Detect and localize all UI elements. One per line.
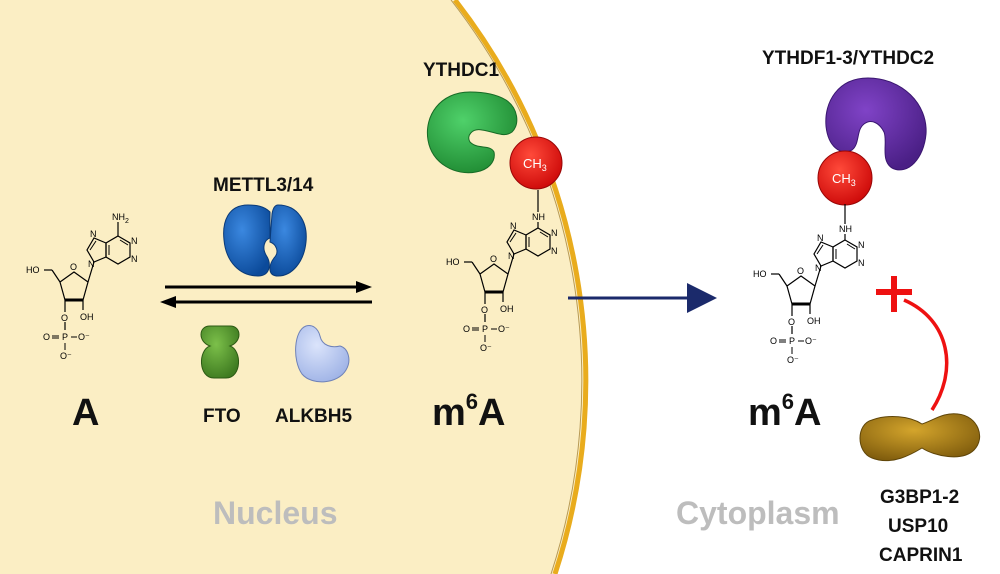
adenosine-label: A: [72, 392, 99, 434]
inhibitor-3-label: CAPRIN1: [879, 545, 963, 566]
svg-text:N: N: [817, 233, 824, 243]
svg-text:N: N: [815, 263, 822, 273]
block-symbol: [876, 276, 912, 312]
phosphate-o-minus-label: O⁻: [78, 332, 90, 342]
svg-text:N: N: [858, 240, 865, 250]
svg-text:O: O: [797, 266, 804, 276]
phosphorus-label: P: [62, 332, 68, 342]
svg-text:O: O: [770, 336, 777, 346]
svg-text:P: P: [789, 336, 795, 346]
amino-subscript: 2: [125, 218, 129, 225]
n9-label: N: [88, 259, 95, 269]
nuclear-membrane: [453, 0, 589, 574]
mettl3-14-complex: [223, 204, 307, 277]
o-3prime-label: O: [61, 313, 68, 323]
m6a-label-nuclear: m6A: [432, 389, 506, 434]
svg-text:O: O: [463, 324, 470, 334]
svg-text:NH2: NH2: [112, 212, 129, 225]
svg-text:O⁻: O⁻: [805, 336, 817, 346]
svg-text:OH: OH: [500, 304, 514, 314]
fto-label: FTO: [203, 406, 241, 427]
svg-text:NH: NH: [839, 224, 852, 234]
bidirectional-reaction-arrows: [160, 281, 372, 308]
inhibition-curve: [903, 298, 949, 411]
alkbh5-label: ALKBH5: [275, 406, 352, 427]
n3-label: N: [131, 254, 138, 264]
svg-text:CH3: CH3: [523, 156, 547, 173]
inhibitor-2-label: USP10: [888, 516, 948, 537]
cytoplasm-label: Cytoplasm: [676, 495, 840, 531]
svg-text:P: P: [482, 324, 488, 334]
svg-text:N: N: [551, 228, 558, 238]
inhibitor-1-label: G3BP1-2: [880, 487, 959, 508]
nuclear-membrane-inner-edge: [450, 0, 583, 574]
methyl-group-cytoplasmic: CH3: [817, 150, 873, 206]
ythdf-protein: [825, 77, 927, 171]
ythdc1-label: YTHDC1: [423, 60, 499, 81]
svg-text:OH: OH: [807, 316, 821, 326]
svg-text:O: O: [481, 305, 488, 315]
methyl-group-nuclear: CH3: [509, 136, 563, 190]
svg-text:N: N: [508, 251, 515, 261]
svg-text:O: O: [490, 254, 497, 264]
fto-protein: [200, 325, 240, 379]
hydroxyl-label: HO: [26, 265, 40, 275]
ythdc1-protein: [426, 91, 518, 174]
ring-oxygen-label: O: [70, 262, 77, 272]
n7-label: N: [90, 229, 97, 239]
svg-text:O⁻: O⁻: [498, 324, 510, 334]
svg-text:N: N: [510, 221, 517, 231]
m6a-label-cytoplasmic: m6A: [748, 389, 822, 434]
adenosine-molecule: NH2 N N N N O HO OH O P O O⁻ O⁻: [26, 212, 138, 361]
svg-text:HO: HO: [446, 257, 460, 267]
nucleus-label: Nucleus: [213, 495, 337, 531]
svg-text:HO: HO: [753, 269, 767, 279]
alkbh5-protein: [295, 325, 350, 383]
oh-label: OH: [80, 312, 94, 322]
svg-text:CH3: CH3: [832, 171, 856, 188]
svg-text:O⁻: O⁻: [787, 355, 799, 365]
svg-text:N: N: [551, 246, 558, 256]
amino-group-label: NH: [112, 212, 125, 222]
n1-label: N: [131, 236, 138, 246]
svg-text:N: N: [858, 258, 865, 268]
writer-label: METTL3/14: [213, 175, 314, 196]
m6a-molecule-nuclear: NH N N N N O HO OH O P O O⁻ O⁻: [446, 190, 558, 353]
ythdf-label: YTHDF1-3/YTHDC2: [762, 48, 934, 69]
svg-text:O⁻: O⁻: [480, 343, 492, 353]
m6a-molecule-cytoplasmic: NH N N N N O HO OH O P O O⁻ O⁻: [753, 204, 865, 365]
phosphate-o-label: O: [43, 332, 50, 342]
svg-text:O: O: [788, 317, 795, 327]
nh-label: NH: [532, 212, 545, 222]
phosphate-o-minus-2-label: O⁻: [60, 351, 72, 361]
inhibitor-protein: [859, 413, 980, 462]
